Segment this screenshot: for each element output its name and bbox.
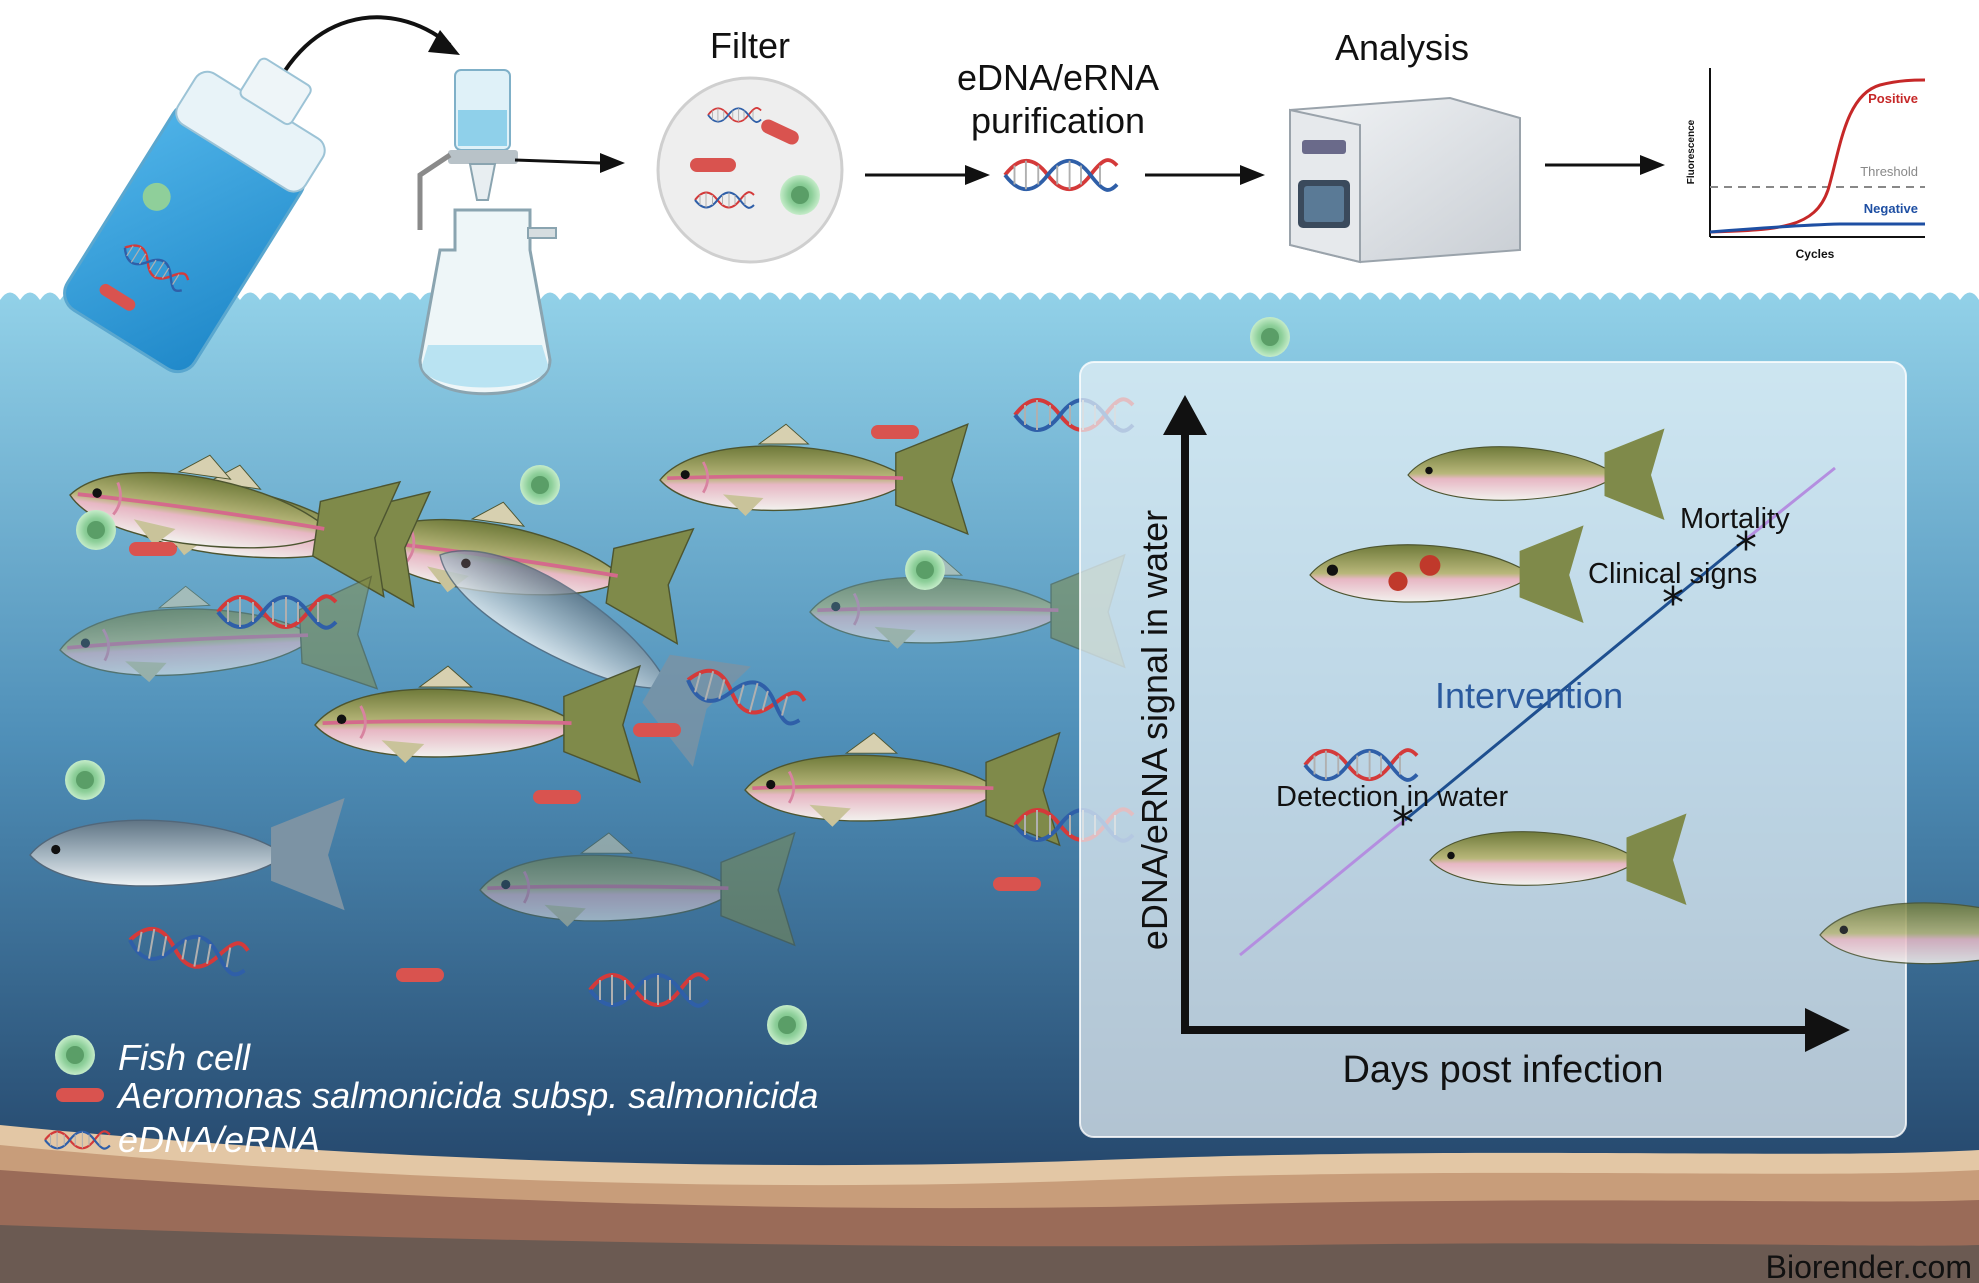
fish-icon — [1407, 428, 1665, 520]
vacuum-filter-icon — [417, 69, 557, 396]
water-bottle-icon — [63, 57, 326, 374]
qpcr-negative-label: Negative — [1864, 201, 1918, 216]
graph-late-trend — [1744, 466, 1836, 542]
qpcr-x-label: Cycles — [1796, 247, 1835, 261]
graph-y-arrow — [1163, 395, 1207, 435]
bacteria-icon — [993, 877, 1041, 891]
graph-x-axis-label: Days post infection — [1342, 1049, 1663, 1091]
fish-icon — [29, 797, 345, 911]
qpcr-y-label: Fluorescence — [1686, 119, 1697, 184]
event-detection-label: Detection in water — [1276, 781, 1508, 813]
qpcr-threshold-label: Threshold — [1860, 164, 1918, 179]
filter-disc-icon — [656, 76, 844, 264]
event-clinical-label: Clinical signs — [1588, 558, 1757, 590]
dna-helix-icon — [1003, 158, 1119, 192]
graph-x-arrow — [1805, 1008, 1850, 1052]
filter-label: Filter — [710, 25, 790, 66]
sediment — [0, 1125, 1979, 1283]
fish-cell-icon — [76, 510, 116, 550]
legend: Fish cell Aeromonas salmonicida subsp. s… — [43, 1035, 818, 1160]
qpcr-machine-icon — [1289, 96, 1521, 264]
fish-cell-icon — [1250, 317, 1290, 357]
fish-icon — [1309, 525, 1584, 623]
event-mortality-label: Mortality — [1680, 503, 1790, 535]
graph-early-trend — [1239, 818, 1406, 957]
credit-text: Biorender.com — [1766, 1249, 1972, 1283]
graph-main-trend — [1404, 538, 1746, 822]
fish-icon — [1429, 813, 1687, 905]
purification-label-line2: purification — [971, 100, 1145, 141]
purification-label-line1: eDNA/eRNA — [957, 57, 1159, 98]
legend-fish-cell: Fish cell — [118, 1037, 251, 1078]
fish-cell-icon — [767, 1005, 807, 1045]
asterisk-icon: * — [1662, 578, 1684, 629]
fish-cell-icon — [905, 550, 945, 590]
qpcr-plot: Positive Threshold Negative Fluorescence… — [1686, 68, 1926, 261]
bacteria-icon — [129, 542, 177, 556]
bacteria-icon — [633, 723, 681, 737]
event-intervention-label: Intervention — [1435, 675, 1623, 716]
bacteria-icon — [396, 968, 444, 982]
pour-arrow-head — [428, 30, 460, 55]
qpcr-positive-label: Positive — [1868, 91, 1918, 106]
fish-cell-icon — [55, 1035, 95, 1075]
legend-bacteria: Aeromonas salmonicida subsp. salmonicida — [116, 1075, 818, 1116]
fish-group — [29, 422, 1127, 948]
bacteria-icon — [533, 790, 581, 804]
legend-edna: eDNA/eRNA — [118, 1119, 320, 1160]
bacteria-icon — [871, 425, 919, 439]
timeline-graph: * * * Detection in water Intervention Cl… — [1079, 361, 1907, 1138]
graph-panel — [1079, 361, 1907, 1138]
asterisk-icon: * — [1392, 798, 1414, 849]
graph-y-axis-label: eDNA/eRNA signal in water — [1134, 510, 1175, 950]
analysis-label: Analysis — [1335, 27, 1469, 68]
fish-icon — [1819, 902, 1979, 965]
fish-cell-icon — [65, 760, 105, 800]
flow-arrows — [514, 153, 1665, 185]
qpcr-negative-curve — [1709, 222, 1925, 234]
bacteria-icon — [56, 1088, 104, 1102]
fish-cell-icon — [520, 465, 560, 505]
asterisk-icon: * — [1735, 523, 1757, 574]
